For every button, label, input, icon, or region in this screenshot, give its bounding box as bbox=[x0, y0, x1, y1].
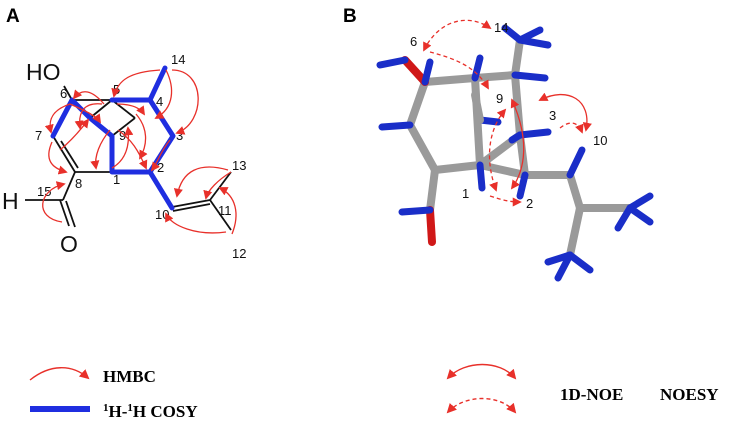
atom-number: 15 bbox=[37, 184, 51, 199]
noe-arrows bbox=[423, 19, 592, 207]
carbon-methylene bbox=[471, 91, 484, 124]
atom-number: 9 bbox=[119, 128, 126, 143]
oxygen-bonds bbox=[401, 56, 436, 246]
skeleton-bonds bbox=[25, 85, 232, 231]
atom-number: 12 bbox=[232, 246, 246, 261]
hmbc-legend-label: HMBC bbox=[103, 367, 156, 386]
atom-number: 7 bbox=[35, 128, 42, 143]
atom-number: 11 bbox=[218, 203, 232, 218]
legend: HMBC 1H-1H COSY 1D-NOE NOESY bbox=[29, 363, 719, 421]
atom-number: 4 bbox=[156, 94, 163, 109]
noesy-legend-label: NOESY bbox=[660, 385, 719, 404]
model-label: 2 bbox=[526, 196, 533, 211]
noe-legend-label: 1D-NOE bbox=[560, 385, 623, 404]
hydroxyl-label: HO bbox=[26, 59, 61, 85]
hmbc-legend-icon bbox=[29, 367, 90, 381]
cosy-h2: H COSY bbox=[133, 402, 198, 421]
cosy-h1: H- bbox=[109, 402, 128, 421]
atom-number: 6 bbox=[60, 86, 67, 101]
model-label: 9 bbox=[496, 91, 503, 106]
cosy-sup-2: 1 bbox=[127, 402, 133, 414]
hmbc-arrows bbox=[42, 69, 237, 235]
aldehyde-o-label: O bbox=[60, 231, 78, 257]
atom-number: 14 bbox=[171, 52, 185, 67]
structure-b: 6 14 9 3 10 1 2 bbox=[376, 19, 654, 282]
panel-label-a: A bbox=[6, 6, 20, 27]
model-label: 3 bbox=[549, 108, 556, 123]
panel-label-b: B bbox=[343, 6, 357, 27]
atom-number: 8 bbox=[75, 176, 82, 191]
cosy-legend-label: 1H-1H COSY bbox=[103, 402, 198, 421]
model-label: 10 bbox=[593, 133, 607, 148]
aldehyde-h-label: H bbox=[2, 188, 19, 214]
model-label: 6 bbox=[410, 34, 417, 49]
cosy-sup-1: 1 bbox=[103, 402, 109, 414]
model-label: 1 bbox=[462, 186, 469, 201]
atom-number: 13 bbox=[232, 158, 246, 173]
atom-number: 1 bbox=[113, 172, 120, 187]
atom-number: 2 bbox=[157, 160, 164, 175]
structure-a: HO H O 1 2 3 4 5 6 7 8 9 10 11 12 13 14 … bbox=[2, 52, 246, 261]
atom-number: 10 bbox=[155, 207, 169, 222]
noe-legend-icon bbox=[446, 363, 517, 380]
model-label: 14 bbox=[494, 20, 508, 35]
model-labels: 6 14 9 3 10 1 2 bbox=[410, 20, 607, 211]
atom-number: 3 bbox=[176, 128, 183, 143]
noesy-legend-icon bbox=[446, 397, 517, 414]
